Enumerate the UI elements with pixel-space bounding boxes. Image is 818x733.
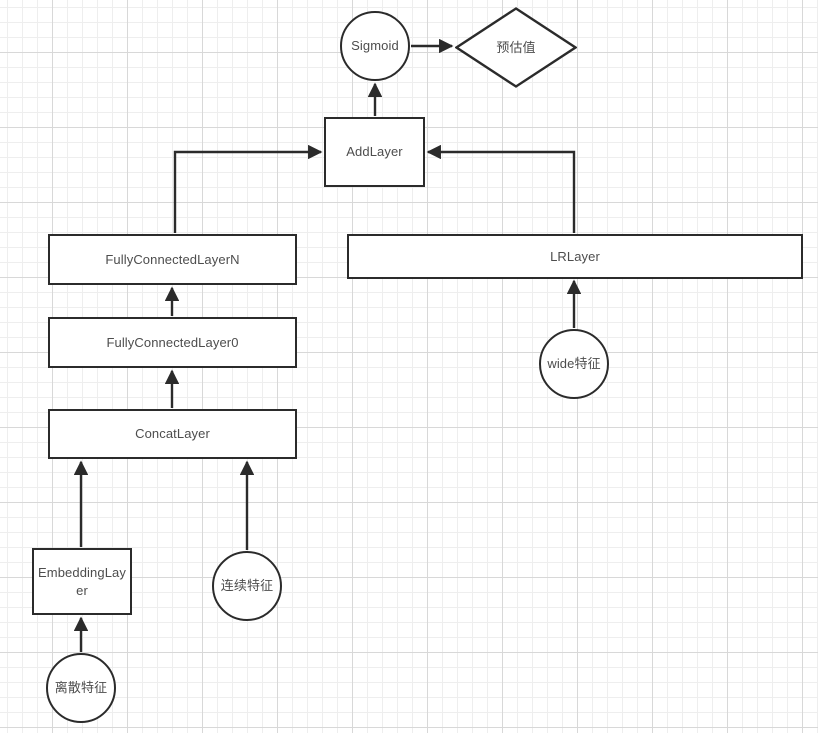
node-sigmoid[interactable]: Sigmoid xyxy=(340,11,410,81)
node-fully-connected-layer-0-label: FullyConnectedLayer0 xyxy=(106,334,239,350)
node-wide-feature-label: wide特征 xyxy=(547,356,601,372)
node-discrete-feature[interactable]: 离散特征 xyxy=(46,653,116,723)
node-fully-connected-layer-n[interactable]: FullyConnectedLayerN xyxy=(48,234,297,285)
node-continuous-feature-label: 连续特征 xyxy=(220,578,274,594)
node-fully-connected-layer-0[interactable]: FullyConnectedLayer0 xyxy=(48,317,297,368)
node-embedding-layer-label: EmbeddingLayer xyxy=(38,564,126,598)
node-embedding-layer[interactable]: EmbeddingLayer xyxy=(32,548,132,615)
node-lr-layer-label: LRLayer xyxy=(550,248,600,264)
diamond-shape-icon xyxy=(455,7,577,88)
node-fully-connected-layer-n-label: FullyConnectedLayerN xyxy=(105,251,240,267)
node-add-layer[interactable]: AddLayer xyxy=(324,117,425,187)
node-prediction-label: 预估值 xyxy=(496,39,536,55)
node-discrete-feature-label: 离散特征 xyxy=(54,680,108,696)
node-sigmoid-label: Sigmoid xyxy=(351,38,399,54)
node-concat-layer-label: ConcatLayer xyxy=(135,426,210,442)
edge-fcn-to-addlayer xyxy=(173,144,323,233)
node-prediction[interactable]: 预估值 xyxy=(455,7,577,88)
node-add-layer-label: AddLayer xyxy=(346,144,403,160)
node-lr-layer[interactable]: LRLayer xyxy=(347,234,803,279)
node-continuous-feature[interactable]: 连续特征 xyxy=(212,551,282,621)
node-wide-feature[interactable]: wide特征 xyxy=(539,329,609,399)
edge-lrlayer-to-addlayer xyxy=(426,144,576,233)
node-concat-layer[interactable]: ConcatLayer xyxy=(48,409,297,459)
